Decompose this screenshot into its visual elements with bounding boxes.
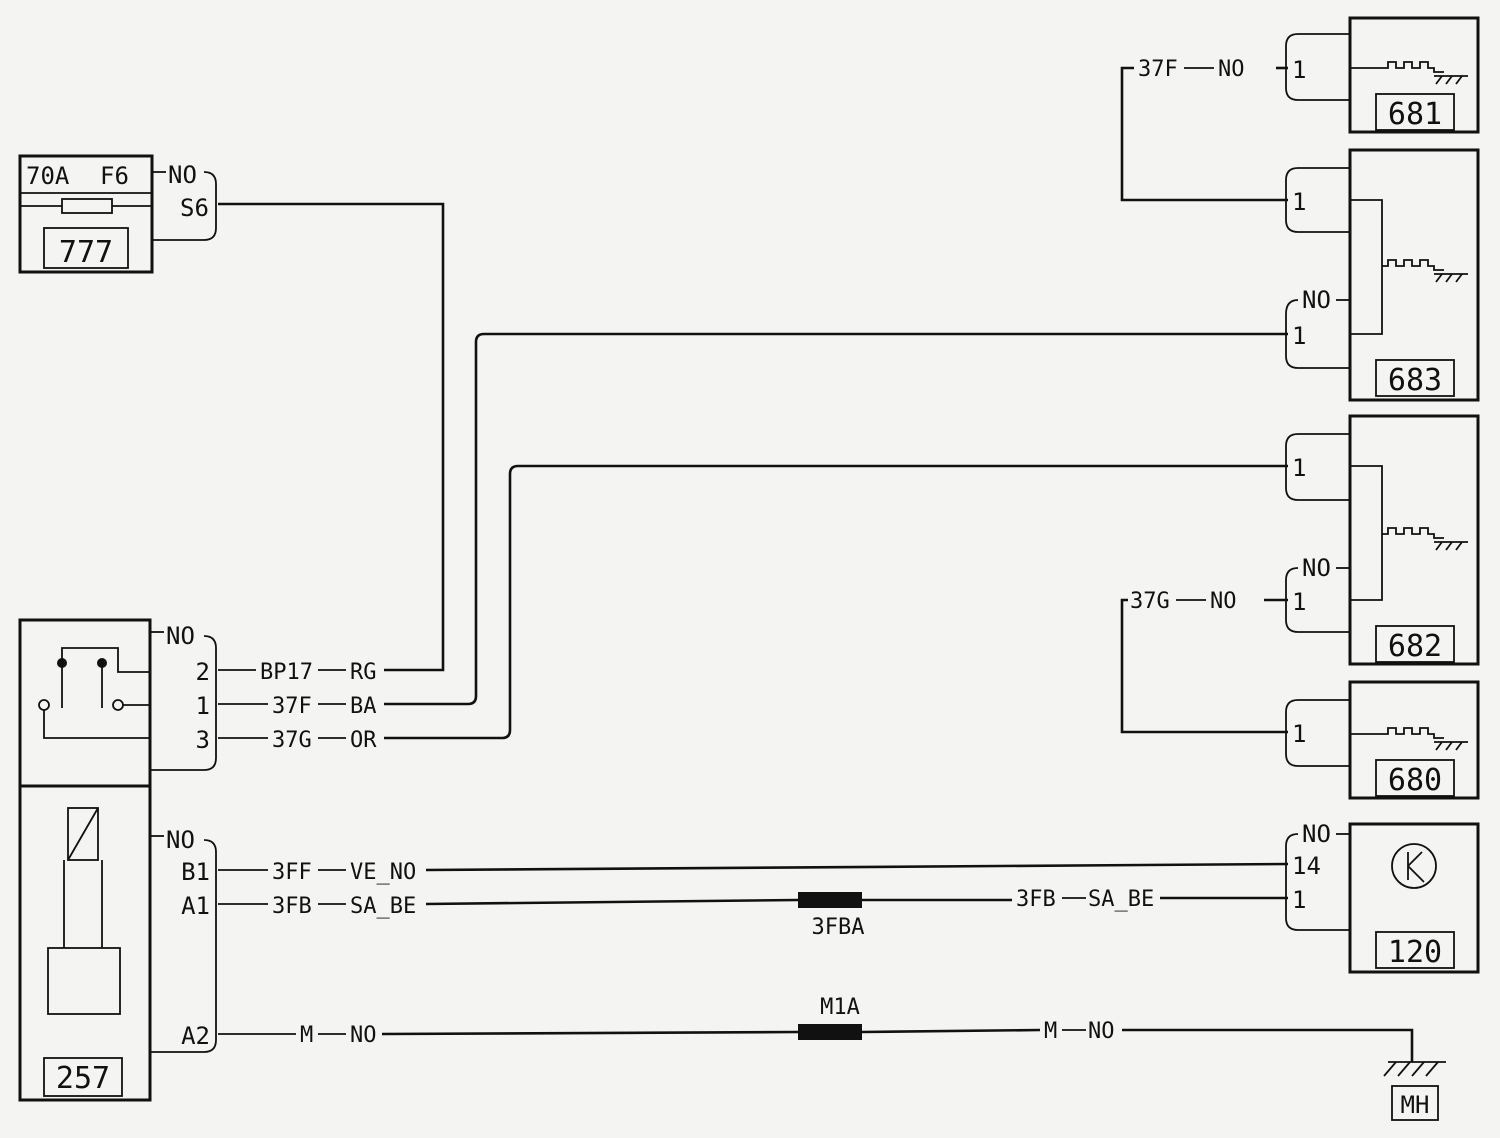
fuse-box-id: 777 — [59, 235, 113, 270]
relay-pin-3: 3 — [196, 726, 210, 754]
component-681-id: 681 — [1388, 97, 1442, 132]
relay-id: 257 — [56, 1061, 110, 1096]
wire-m-color: NO — [350, 1023, 377, 1048]
component-120: 120 NO 14 1 — [1285, 820, 1480, 974]
fuse-number: F6 — [100, 162, 129, 190]
junction-3fba: 3FBA — [798, 892, 864, 940]
wire-3fb-label: 3FB — [272, 894, 312, 919]
wire-37f-label: 37F — [272, 694, 312, 719]
component-120-id: 120 — [1388, 935, 1442, 970]
component-683-ground-color: NO — [1302, 286, 1331, 314]
relay-pin-1: 1 — [196, 692, 210, 720]
wire-37f-681-label: 37F — [1138, 57, 1178, 82]
ground-mh-label: MH — [1401, 1091, 1430, 1119]
wire-37g-color: OR — [350, 728, 377, 753]
component-681-pin: 1 — [1292, 56, 1306, 84]
wire-37g-680-color: NO — [1210, 589, 1237, 614]
wire-37f-color: BA — [350, 694, 377, 719]
junction-m1a-right-wire: M — [1044, 1019, 1057, 1044]
relay-pin-a2: A2 — [181, 1022, 210, 1050]
component-682-pin-1: 1 — [1292, 454, 1306, 482]
fuse-box-777: 70A F6 777 NO S6 — [18, 154, 217, 274]
relay-pin-a1: A1 — [181, 892, 210, 920]
component-681: 681 1 — [1285, 16, 1480, 134]
wire-3ff-color: VE_NO — [350, 860, 416, 885]
fuse-rating: 70A — [26, 162, 70, 190]
component-680-pin: 1 — [1292, 720, 1306, 748]
relay-lower-wire-color: NO — [166, 826, 195, 854]
component-682-pin-2: 1 — [1292, 588, 1306, 616]
wire-bp17-color: RG — [350, 660, 377, 685]
fuse-box-wire-color: NO — [168, 161, 197, 189]
component-683-pin-1: 1 — [1292, 188, 1306, 216]
component-680: 680 1 — [1285, 680, 1480, 800]
wire-37g-label: 37G — [272, 728, 312, 753]
component-683-pin-2: 1 — [1292, 322, 1306, 350]
relay-257: 257 NO NO — [18, 618, 217, 1102]
component-682-ground-color: NO — [1302, 554, 1331, 582]
fuse-box-pin: S6 — [180, 194, 209, 222]
component-680-id: 680 — [1388, 763, 1442, 798]
junction-3fba-right-wire: 3FB — [1016, 887, 1056, 912]
junction-3fba-right-color: SA_BE — [1088, 887, 1154, 912]
wire-3fb-color: SA_BE — [350, 894, 416, 919]
component-682-id: 682 — [1388, 629, 1442, 664]
component-120-pin-14: 14 — [1292, 852, 1321, 880]
ground-mh: MH — [1383, 1061, 1446, 1121]
component-120-ground-color: NO — [1302, 820, 1331, 848]
junction-m1a: M1A — [798, 995, 862, 1040]
component-683-id: 683 — [1388, 363, 1442, 398]
wire-m-label: M — [300, 1023, 313, 1048]
wire-37g-680-label: 37G — [1130, 589, 1170, 614]
relay-upper-wire-color: NO — [166, 622, 195, 650]
relay-pin-b1: B1 — [181, 858, 210, 886]
junction-m1a-right-color: NO — [1088, 1019, 1115, 1044]
component-120-pin-1: 1 — [1292, 886, 1306, 914]
junction-m1a-label: M1A — [820, 995, 860, 1020]
wire-3ff-label: 3FF — [272, 860, 312, 885]
component-682: 682 1 NO 1 — [1285, 414, 1480, 666]
relay-pin-2: 2 — [196, 658, 210, 686]
wire-bp17-label: BP17 — [260, 660, 313, 685]
junction-3fba-label: 3FBA — [812, 915, 865, 940]
wire-37f-681-color: NO — [1218, 57, 1245, 82]
component-683: 683 1 NO 1 — [1285, 148, 1480, 402]
